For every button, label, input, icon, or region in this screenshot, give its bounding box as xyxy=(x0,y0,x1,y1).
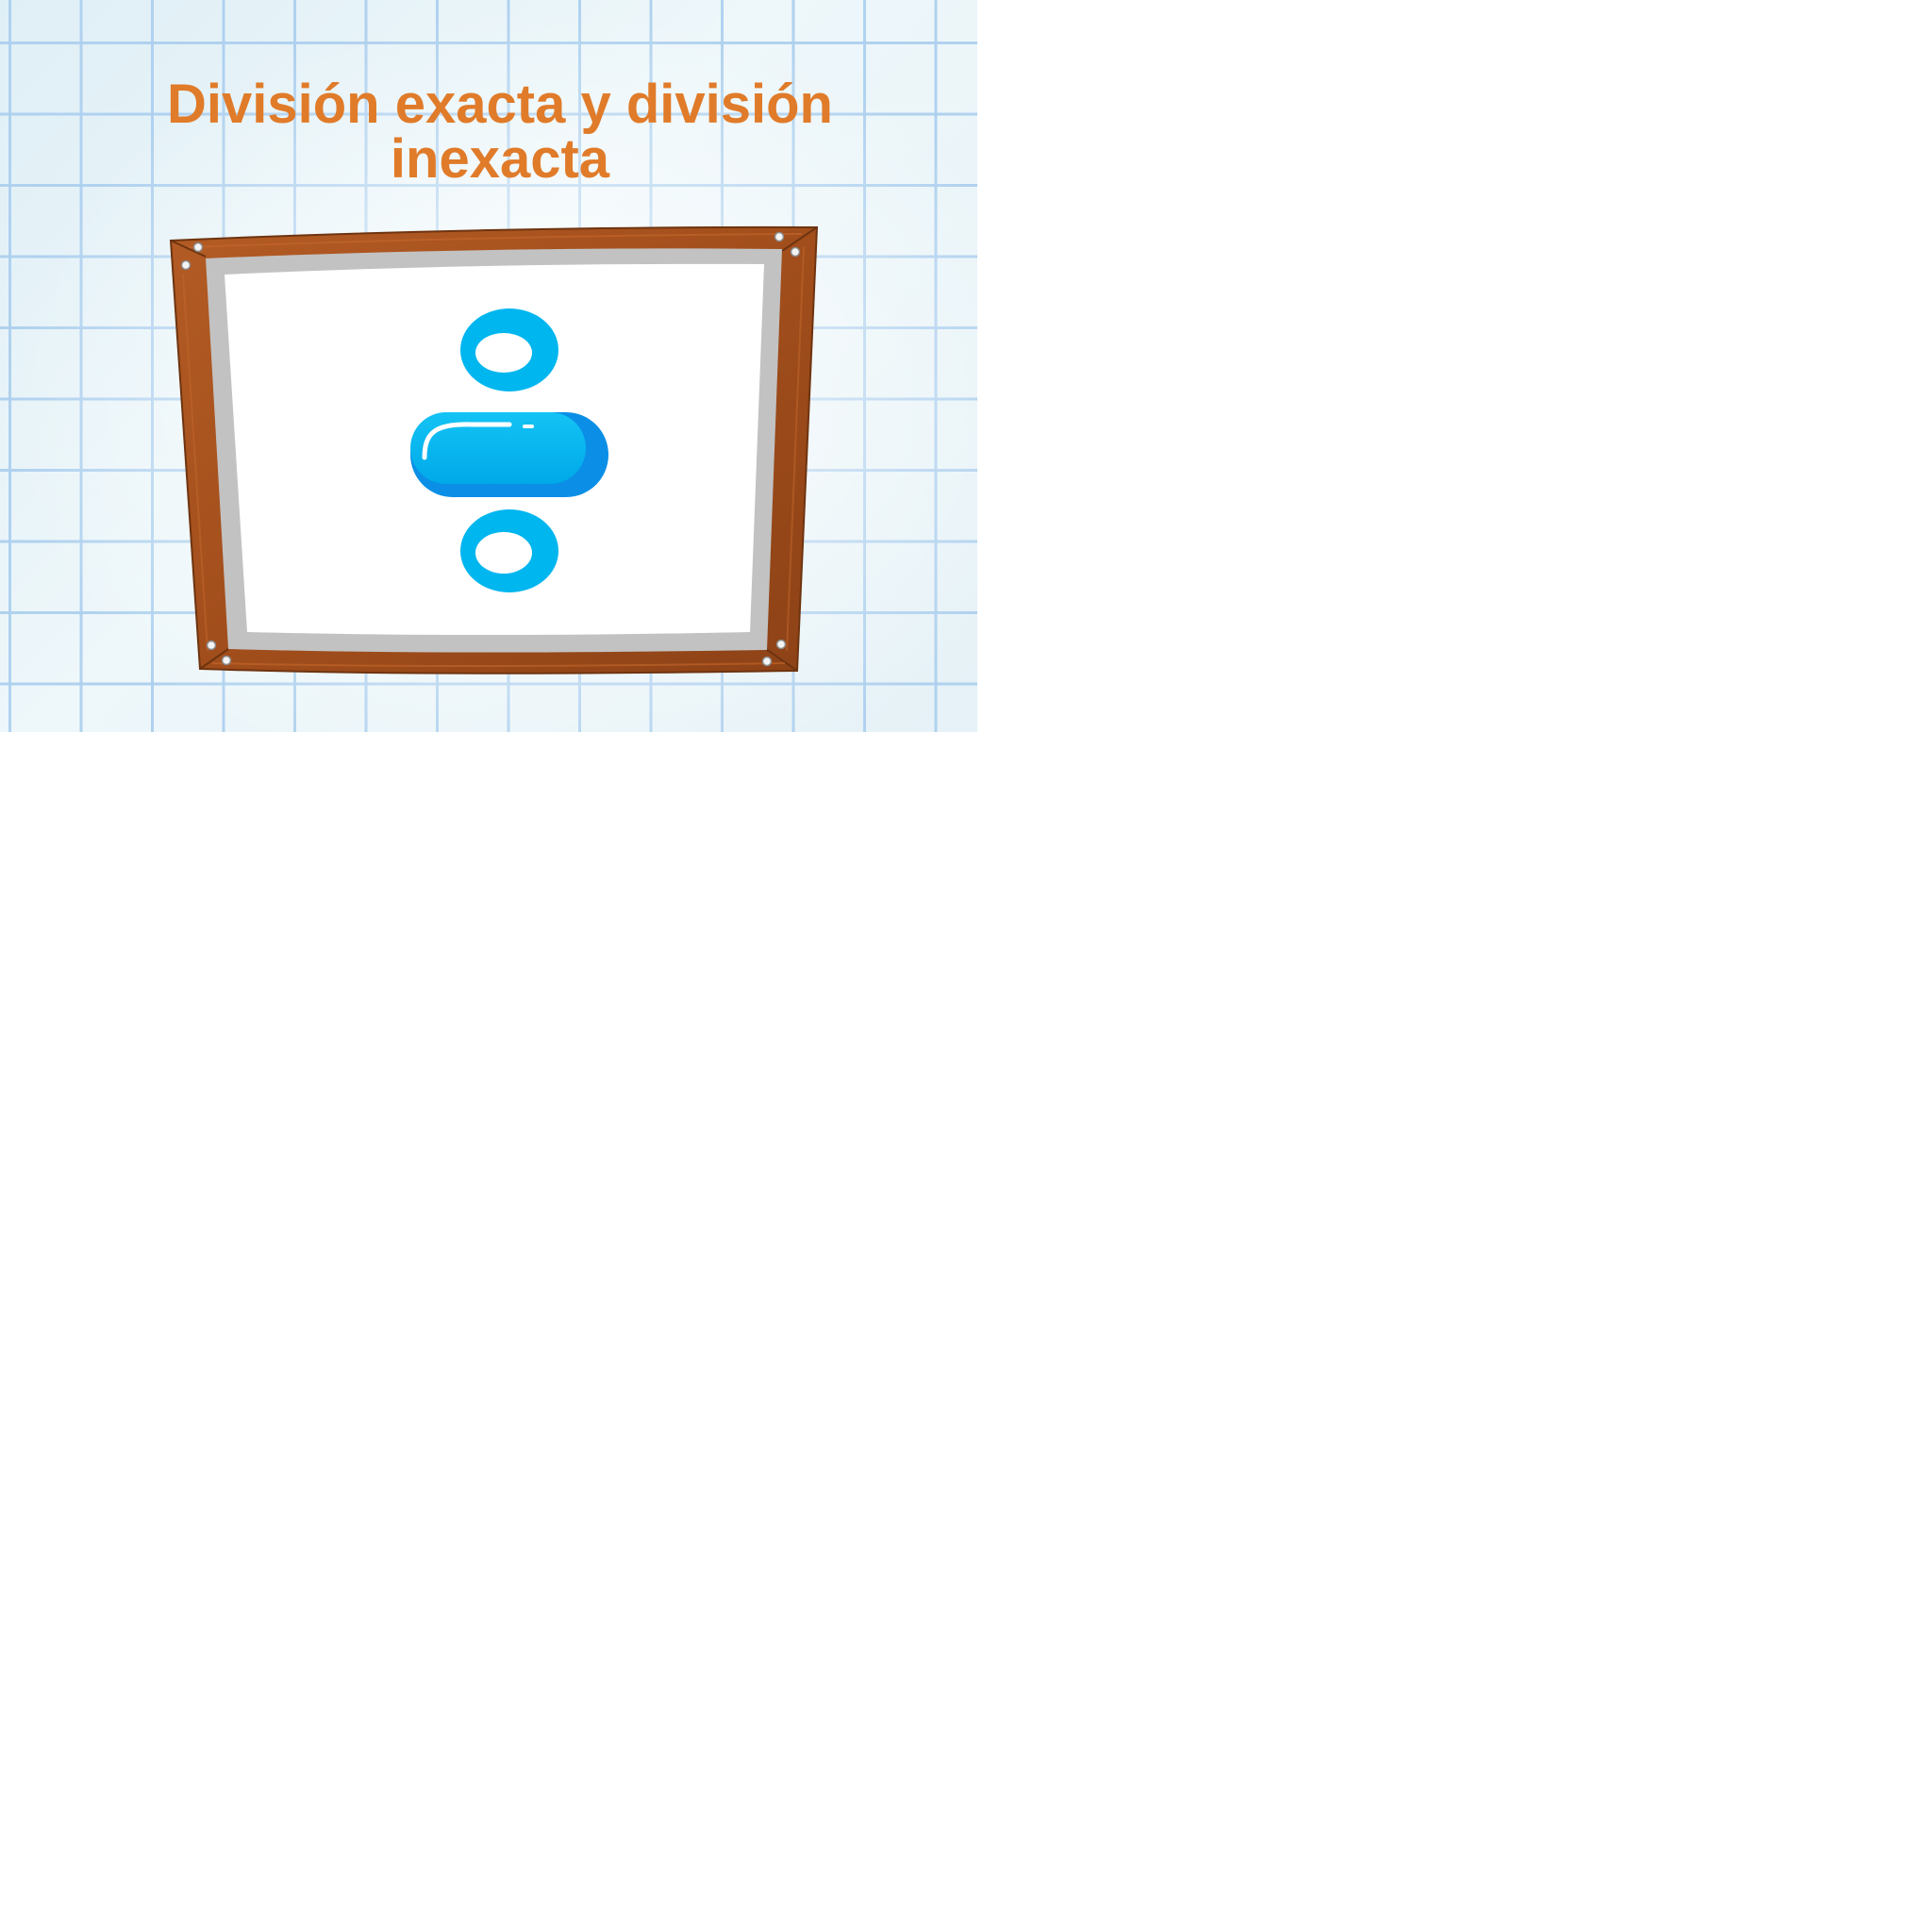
title-line-1: División exacta y división xyxy=(167,74,833,135)
division-icon xyxy=(410,308,608,592)
slide-title: División exacta y división inexacta xyxy=(75,77,924,187)
title-line-2: inexacta xyxy=(390,128,610,190)
slide: División exacta y división inexacta xyxy=(0,0,977,732)
board-screws xyxy=(180,231,801,667)
wooden-board xyxy=(169,225,819,675)
